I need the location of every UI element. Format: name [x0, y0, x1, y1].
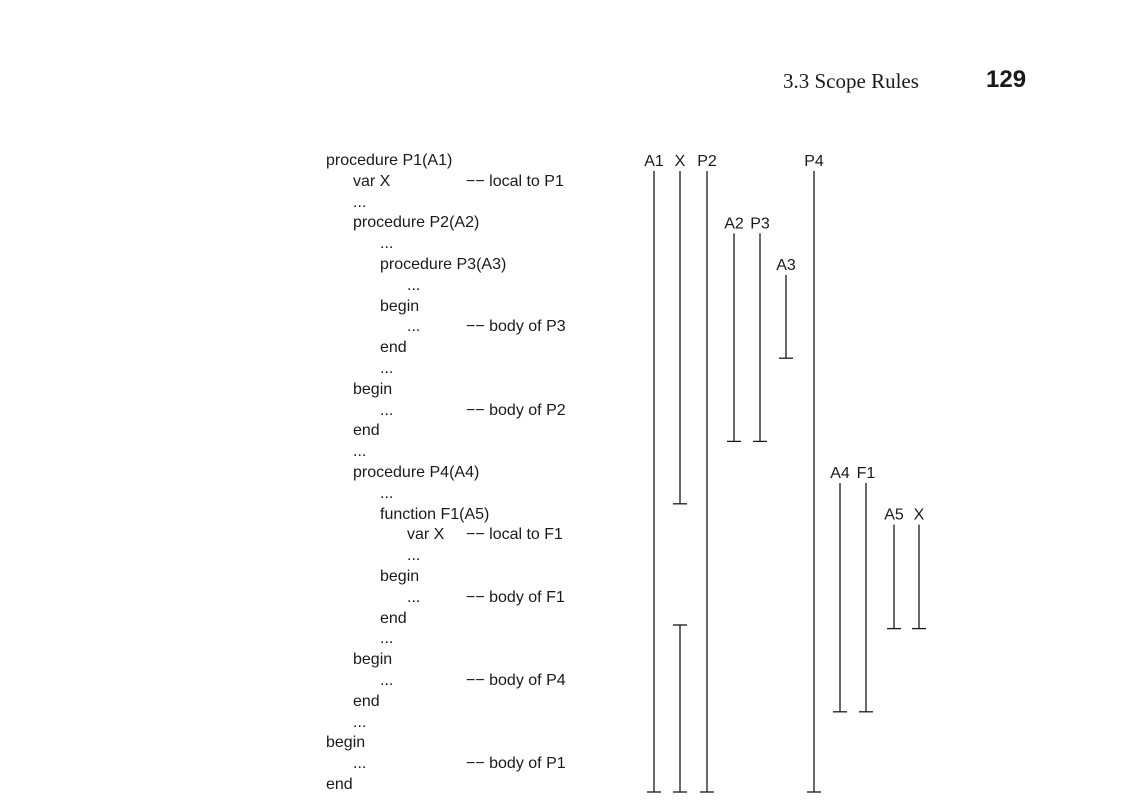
code-line: ...: [380, 630, 394, 648]
code-line: ...: [353, 443, 367, 461]
scope-label: P2: [697, 153, 717, 170]
code-comment: −− body of P3: [466, 318, 566, 336]
code-line: var X: [353, 172, 391, 190]
code-line: end: [353, 692, 380, 710]
scope-label: X: [914, 507, 925, 524]
scope-label: A2: [724, 215, 744, 232]
scope-bar: A5: [884, 507, 904, 630]
scope-label: X: [675, 153, 686, 170]
code-line: begin: [326, 734, 366, 752]
scope-label: A5: [884, 507, 904, 524]
scope-label: F1: [857, 465, 876, 482]
code-line: begin: [353, 380, 393, 398]
code-line: ...: [380, 235, 394, 253]
code-line: ...: [407, 318, 421, 336]
code-line: ...: [380, 401, 394, 419]
code-comment: −− body of P4: [466, 672, 566, 689]
code-line: end: [380, 609, 407, 627]
code-line: procedure P2(A2): [353, 214, 480, 232]
code-listing: procedure P1(A1) var X −− local to P1... pr…: [326, 152, 566, 793]
code-line: function F1(A5): [380, 505, 490, 523]
code-line: procedure P1(A1): [326, 152, 453, 169]
page-number: 129: [986, 66, 1027, 93]
code-line: ...: [407, 588, 421, 606]
scope-bar: X: [673, 153, 687, 505]
scope-bar: F1: [857, 465, 876, 713]
code-line: end: [326, 776, 353, 793]
code-comment: −− body of F1: [466, 588, 565, 606]
code-line: begin: [353, 651, 393, 669]
code-line: ...: [353, 755, 367, 773]
code-line: ...: [380, 484, 394, 502]
code-comment: −− body of P2: [466, 401, 566, 419]
scope-label: P3: [750, 215, 770, 232]
scope-label: A1: [644, 153, 664, 170]
scope-label: A3: [776, 257, 796, 274]
code-comment: −− body of P1: [466, 755, 566, 773]
scope-bar: X: [912, 507, 926, 630]
code-line: ...: [353, 193, 367, 211]
scope-bar: A1: [644, 153, 664, 793]
running-header-section-title: 3.3 Scope Rules: [783, 69, 919, 93]
code-line: ...: [353, 713, 367, 731]
code-line: procedure P3(A3): [380, 256, 507, 273]
code-line: var X: [407, 526, 445, 544]
code-line: ...: [380, 360, 394, 377]
code-line: end: [353, 422, 380, 440]
scope-bar: A2: [724, 215, 744, 443]
code-line: end: [380, 339, 407, 357]
scope-bar: [673, 624, 687, 793]
code-comment: −− local to F1: [466, 526, 563, 544]
scope-bar: P3: [750, 215, 770, 443]
code-line: ...: [407, 276, 421, 294]
scope-bar: A3: [776, 257, 796, 359]
code-line: ...: [407, 547, 421, 565]
scope-label: P4: [804, 153, 824, 170]
scope-label: A4: [830, 465, 850, 482]
code-line: begin: [380, 297, 420, 315]
code-line: begin: [380, 568, 420, 585]
code-line: procedure P4(A4): [353, 464, 480, 481]
scope-bar: P2: [697, 153, 717, 793]
scope-bar: A4: [830, 465, 850, 713]
code-line: ...: [380, 672, 394, 689]
code-comment: −− local to P1: [466, 172, 564, 190]
scope-bar: P4: [804, 153, 824, 793]
